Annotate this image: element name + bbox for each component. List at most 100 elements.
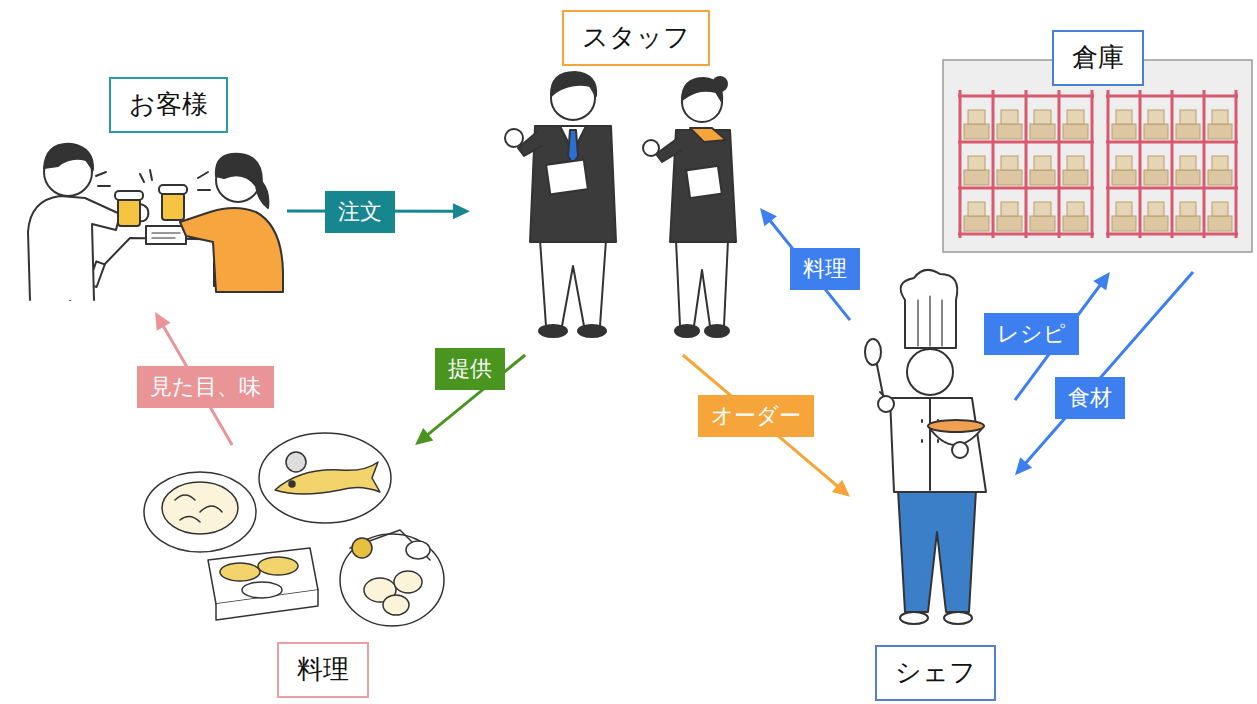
warehouse-illustration-part <box>1116 202 1132 216</box>
warehouse-illustration-part <box>1091 90 1094 238</box>
warehouse-illustration-part <box>1212 156 1228 170</box>
actor-label: お客様 <box>109 77 228 132</box>
actor-region: スタッフ <box>470 10 760 355</box>
flow-label: レシピ <box>984 313 1079 356</box>
warehouse-illustration-part <box>1106 233 1238 236</box>
flow-label: 提供 <box>435 348 505 391</box>
warehouse-illustration-part <box>1144 170 1168 185</box>
customers-illustration <box>28 144 283 300</box>
flow-label: オーダー <box>698 395 814 438</box>
customers-illustration-part <box>115 191 143 200</box>
chef-illustration-part <box>918 296 942 346</box>
food-illustration-part <box>258 557 298 575</box>
food-illustration-part <box>175 495 222 522</box>
arrow-head <box>760 208 777 226</box>
food-illustration-part <box>406 541 430 559</box>
chef-illustration-part <box>898 490 976 612</box>
warehouse-illustration-part <box>1067 202 1084 216</box>
customers-illustration-part <box>96 170 210 190</box>
staff-illustration-part <box>551 72 596 96</box>
staff-illustration-part <box>713 77 727 91</box>
warehouse-illustration-part <box>1208 124 1232 139</box>
food-illustration-part <box>289 481 295 487</box>
warehouse-illustration-part <box>958 95 1094 98</box>
warehouse-illustration-part <box>1063 170 1088 185</box>
food-illustration-part <box>259 433 391 523</box>
warehouse-illustration-part <box>992 90 995 238</box>
staff-illustration-part <box>568 130 578 164</box>
warehouse-illustration-part <box>968 202 985 216</box>
actor-region: お客様 <box>20 75 287 312</box>
customers-illustration-part <box>146 226 186 244</box>
chef-illustration-part <box>901 270 958 348</box>
warehouse-illustration-part <box>1208 216 1232 231</box>
warehouse-illustration-part <box>1203 90 1206 238</box>
warehouse-illustration-part <box>1034 202 1051 216</box>
warehouse-illustration-part <box>1176 124 1200 139</box>
warehouse-illustration-part <box>1180 110 1196 124</box>
food-illustration <box>144 433 444 626</box>
arrow-head <box>155 312 170 331</box>
warehouse-illustration-part <box>958 187 1094 190</box>
warehouse-illustration-part <box>1106 141 1238 144</box>
chef-illustration <box>865 270 986 624</box>
warehouse-illustration-part <box>1112 170 1136 185</box>
customers-illustration-part <box>162 192 184 220</box>
warehouse-illustration-part <box>997 124 1022 139</box>
customers-illustration-part <box>180 208 283 292</box>
warehouse-illustration-part <box>1144 124 1168 139</box>
food-illustration-part <box>242 582 282 598</box>
warehouse-illustration-part <box>1025 90 1028 238</box>
actor-label: 倉庫 <box>1052 30 1144 85</box>
flow-arrow <box>683 355 839 488</box>
staff-illustration-part <box>540 240 606 326</box>
warehouse-illustration-part <box>964 216 989 231</box>
warehouse-illustration-part <box>1034 110 1051 124</box>
staff-illustration-part <box>505 129 523 147</box>
staff-illustration-part <box>675 325 699 337</box>
chef-illustration-part <box>922 398 938 490</box>
food-illustration-part <box>162 482 238 534</box>
food-illustration-part <box>394 571 422 593</box>
warehouse-illustration-part <box>1063 216 1088 231</box>
actor-label: 料理 <box>277 642 369 697</box>
warehouse-illustration-part <box>1148 202 1164 216</box>
chef-illustration-part <box>876 360 884 400</box>
chef-illustration-part <box>865 339 881 365</box>
warehouse-illustration-part <box>1180 156 1196 170</box>
warehouse-illustration-part <box>1063 124 1088 139</box>
arrow-head <box>1015 457 1032 475</box>
warehouse-illustration-part <box>964 124 989 139</box>
warehouse-illustration-part <box>1030 170 1055 185</box>
chef-illustration-part <box>952 442 968 458</box>
staff-illustration-part <box>530 126 616 242</box>
customers-illustration-part <box>159 185 187 194</box>
food-illustration-part <box>350 530 430 560</box>
warehouse-illustration-part <box>968 156 985 170</box>
staff-illustration-part <box>705 325 729 337</box>
warehouse-illustration-part <box>997 216 1022 231</box>
warehouse-illustration-part <box>1176 170 1200 185</box>
actor-region: 料理 <box>140 445 440 700</box>
staff-illustration-part <box>539 325 567 337</box>
arrow-head <box>415 428 433 445</box>
warehouse-illustration-part <box>1058 90 1061 238</box>
warehouse-illustration-part <box>1034 156 1051 170</box>
warehouse-illustration-part <box>968 110 985 124</box>
warehouse-illustration-part <box>943 60 1252 252</box>
warehouse-illustration-part <box>1001 110 1018 124</box>
warehouse-illustration-part <box>1001 156 1018 170</box>
staff-illustration-part <box>643 140 659 156</box>
arrow-head <box>832 480 850 497</box>
staff-illustration <box>505 72 736 337</box>
arrow-head <box>1093 272 1110 290</box>
customers-illustration-part <box>28 196 120 300</box>
flow-arrow <box>1024 272 1193 465</box>
warehouse-illustration-part <box>1107 90 1110 238</box>
warehouse-illustration-part <box>997 170 1022 185</box>
warehouse-illustration-part <box>1144 216 1168 231</box>
food-illustration-part <box>352 538 372 558</box>
staff-illustration-part <box>676 240 728 326</box>
warehouse-illustration-part <box>1208 170 1232 185</box>
